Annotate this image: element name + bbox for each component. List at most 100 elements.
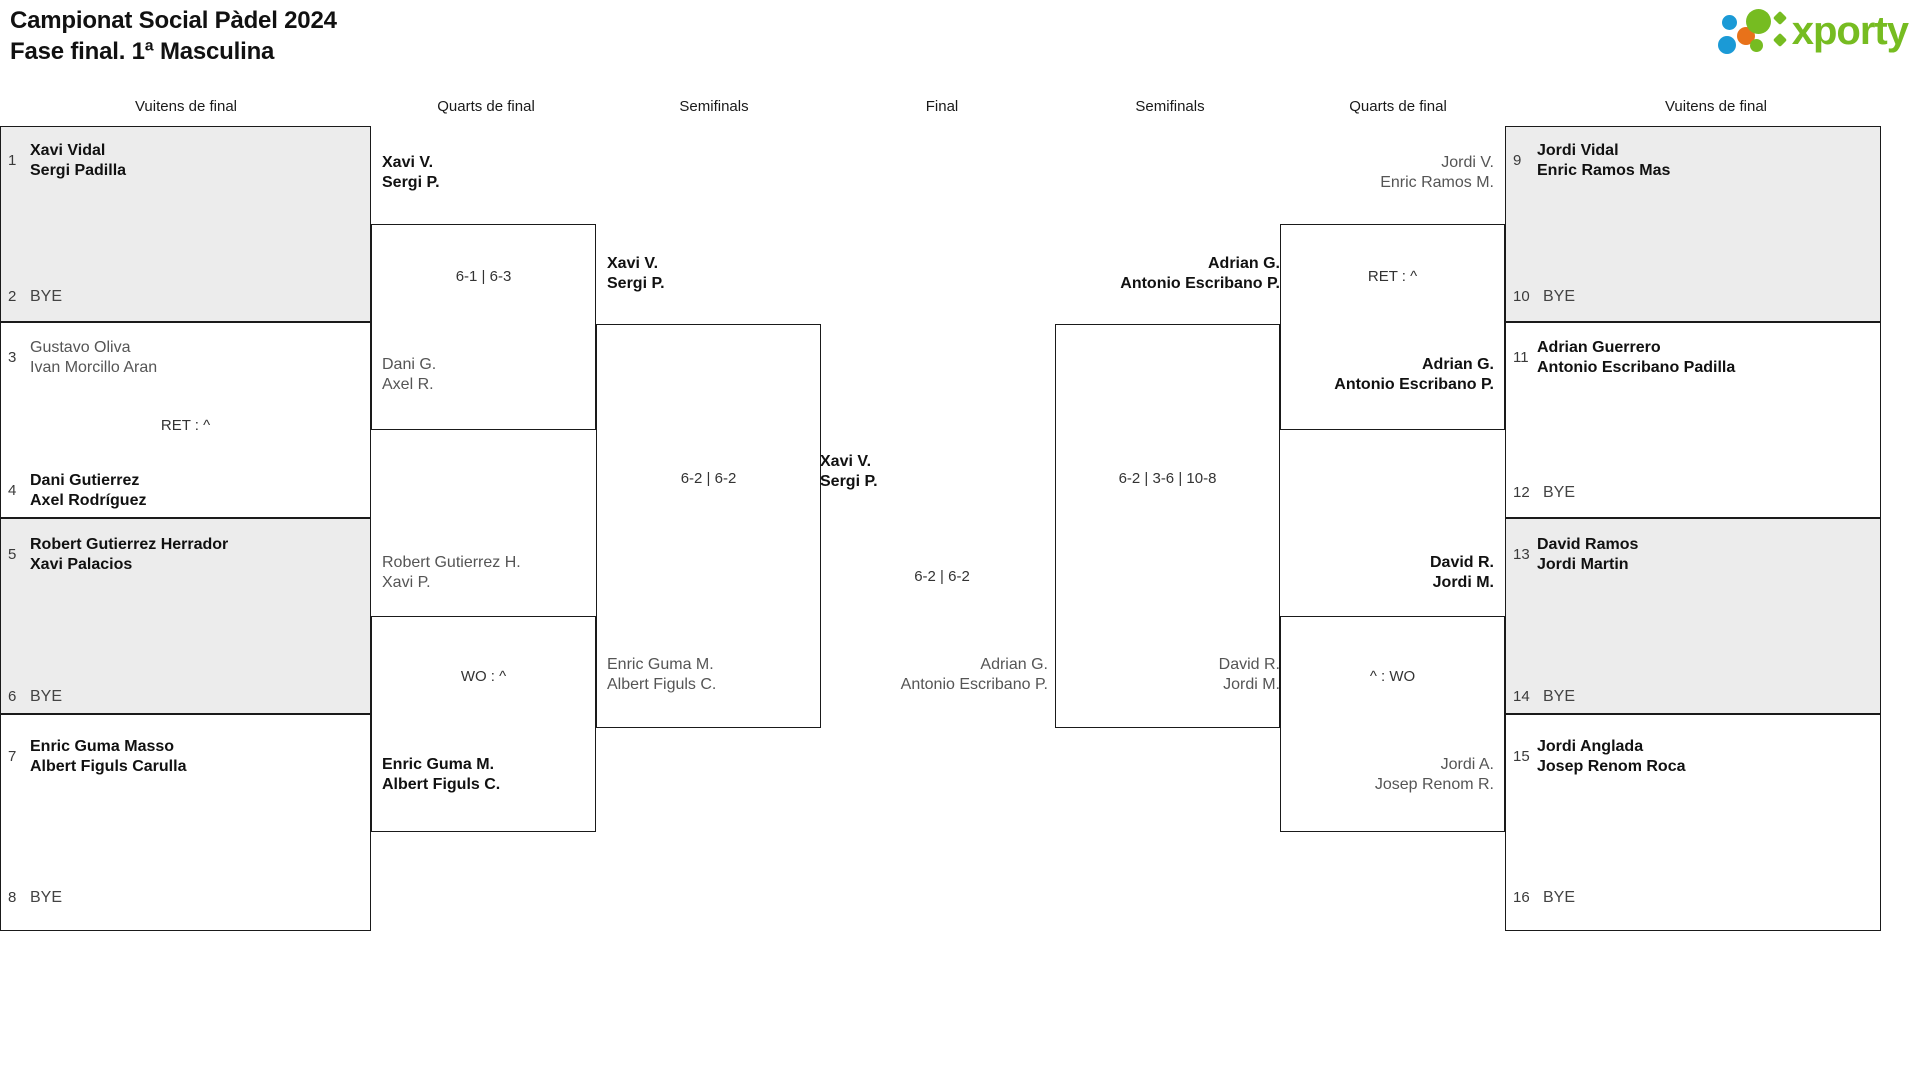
qf2-right-bottom-team[interactable]: Jordi A. Josep Renom R.	[1269, 755, 1494, 795]
seed-7: 7	[8, 748, 17, 765]
team-seed-13[interactable]: David Ramos Jordi Martin	[1537, 535, 1638, 575]
player-name: Enric Guma Masso	[30, 738, 175, 755]
seed-2: 2	[8, 288, 17, 305]
round-header-r16-left: Vuitens de final	[134, 98, 237, 115]
seed-5: 5	[8, 546, 17, 563]
qf1-right-top-team[interactable]: Jordi V. Enric Ramos M.	[1269, 153, 1494, 193]
player-name: Jordi V.	[1441, 154, 1494, 171]
seed-16: 16	[1513, 889, 1530, 906]
qf-match-1-left[interactable]	[371, 224, 596, 430]
player-name: Josep Renom R.	[1374, 776, 1494, 793]
player-name: Albert Figuls Carulla	[30, 758, 187, 775]
r16-match-7[interactable]	[1505, 518, 1881, 714]
score-qf2-left: WO : ^	[460, 668, 507, 685]
bye-seed-12: BYE	[1543, 484, 1576, 501]
bye-seed-16: BYE	[1543, 889, 1576, 906]
player-name: Enric Ramos M.	[1380, 174, 1494, 191]
player-name: Gustavo Oliva	[30, 339, 131, 356]
round-header-qf-right: Quarts de final	[1349, 98, 1447, 115]
qf-match-1-right[interactable]	[1280, 224, 1505, 430]
seed-8: 8	[8, 889, 17, 906]
round-header-sf-left: Semifinals	[679, 98, 749, 115]
team-seed-3[interactable]: Gustavo Oliva Ivan Morcillo Aran	[30, 338, 157, 378]
xporty-logo-text: xporty	[1791, 9, 1909, 53]
qf-match-2-right[interactable]	[1280, 616, 1505, 832]
r16-match-6[interactable]	[1505, 322, 1881, 518]
sf-left-top-team[interactable]: Xavi V. Sergi P.	[607, 254, 665, 294]
team-seed-5[interactable]: Robert Gutierrez Herrador Xavi Palacios	[30, 535, 228, 575]
bye-seed-10: BYE	[1543, 288, 1576, 305]
qf2-right-top-team[interactable]: David R. Jordi M.	[1269, 553, 1494, 593]
score-qf1-left: 6-1 | 6-3	[455, 268, 512, 285]
player-name: Adrian G.	[980, 656, 1048, 673]
score-sf-left: 6-2 | 6-2	[680, 470, 737, 487]
player-name: Axel R.	[382, 376, 434, 393]
bye-seed-14: BYE	[1543, 688, 1576, 705]
player-name: Antonio Escribano P.	[900, 676, 1048, 693]
player-name: Enric Ramos Mas	[1537, 162, 1671, 179]
player-name: Adrian G.	[1207, 255, 1280, 272]
player-name: Xavi P.	[382, 574, 431, 591]
player-name: Sergi P.	[607, 275, 665, 292]
player-name: Antonio Escribano P.	[1334, 376, 1494, 393]
sf-match-right[interactable]	[1055, 324, 1280, 728]
player-name: Dani G.	[382, 356, 437, 373]
player-name: Dani Gutierrez	[30, 472, 140, 489]
player-name: David Ramos	[1537, 536, 1639, 553]
qf1-right-bottom-team[interactable]: Adrian G. Antonio Escribano P.	[1269, 355, 1494, 395]
r16-match-3[interactable]	[0, 518, 371, 714]
r16-match-4[interactable]	[0, 714, 371, 931]
seed-10: 10	[1513, 288, 1530, 305]
player-name: Jordi Martin	[1537, 556, 1629, 573]
team-seed-11[interactable]: Adrian Guerrero Antonio Escribano Padill…	[1537, 338, 1735, 378]
final-champion-team[interactable]: Xavi V. Sergi P.	[820, 452, 878, 492]
player-name: Sergi Padilla	[30, 162, 127, 179]
team-seed-7[interactable]: Enric Guma Masso Albert Figuls Carulla	[30, 737, 186, 777]
seed-4: 4	[8, 482, 17, 499]
r16-match-2[interactable]	[0, 322, 371, 518]
player-name: Enric Guma M.	[607, 656, 714, 673]
player-name: Jordi M.	[1432, 574, 1494, 591]
qf2-left-bottom-team[interactable]: Enric Guma M. Albert Figuls C.	[382, 755, 500, 795]
qf1-left-top-team[interactable]: Xavi V. Sergi P.	[382, 153, 440, 193]
player-name: Enric Guma M.	[382, 756, 495, 773]
round-header-r16-right: Vuitens de final	[1664, 98, 1767, 115]
sf-right-top-team[interactable]: Adrian G. Antonio Escribano P.	[1044, 254, 1280, 294]
team-seed-4[interactable]: Dani Gutierrez Axel Rodríguez	[30, 471, 146, 511]
round-header-sf-right: Semifinals	[1135, 98, 1205, 115]
sf-left-bottom-team[interactable]: Enric Guma M. Albert Figuls C.	[607, 655, 716, 695]
team-seed-15[interactable]: Jordi Anglada Josep Renom Roca	[1537, 737, 1685, 777]
bye-seed-8: BYE	[30, 889, 63, 906]
qf2-left-top-team[interactable]: Robert Gutierrez H. Xavi P.	[382, 553, 521, 593]
bye-seed-2: BYE	[30, 288, 63, 305]
qf-match-2-left[interactable]	[371, 616, 596, 832]
seed-6: 6	[8, 688, 17, 705]
team-seed-9[interactable]: Jordi Vidal Enric Ramos Mas	[1537, 141, 1670, 181]
score-final: 6-2 | 6-2	[914, 568, 970, 585]
qf1-left-bottom-team[interactable]: Dani G. Axel R.	[382, 355, 436, 395]
sf-match-left[interactable]	[596, 324, 821, 728]
player-name: Jordi M.	[1223, 676, 1280, 693]
seed-9: 9	[1513, 152, 1522, 169]
round-header-final: Final	[925, 98, 959, 115]
r16-match-1[interactable]	[0, 126, 371, 322]
r16-match-5[interactable]	[1505, 126, 1881, 322]
player-name: Xavi Palacios	[30, 556, 133, 573]
player-name: Jordi A.	[1440, 756, 1494, 773]
player-name: Robert Gutierrez H.	[382, 554, 521, 571]
player-name: David R.	[1429, 554, 1494, 571]
r16-match-8[interactable]	[1505, 714, 1881, 931]
xporty-logo-icon	[1717, 6, 1792, 56]
sf-right-bottom-team[interactable]: David R. Jordi M.	[1044, 655, 1280, 695]
player-name: Josep Renom Roca	[1537, 758, 1686, 775]
player-name: Albert Figuls C.	[607, 676, 717, 693]
team-seed-1[interactable]: Xavi Vidal Sergi Padilla	[30, 141, 126, 181]
final-runnerup-team[interactable]: Adrian G. Antonio Escribano P.	[820, 655, 1048, 695]
player-name: Xavi Vidal	[30, 142, 106, 159]
seed-12: 12	[1513, 484, 1530, 501]
xporty-logo: xporty	[1717, 6, 1909, 56]
player-name: Jordi Vidal	[1537, 142, 1619, 159]
seed-1: 1	[8, 152, 17, 169]
player-name: Albert Figuls C.	[382, 776, 501, 793]
